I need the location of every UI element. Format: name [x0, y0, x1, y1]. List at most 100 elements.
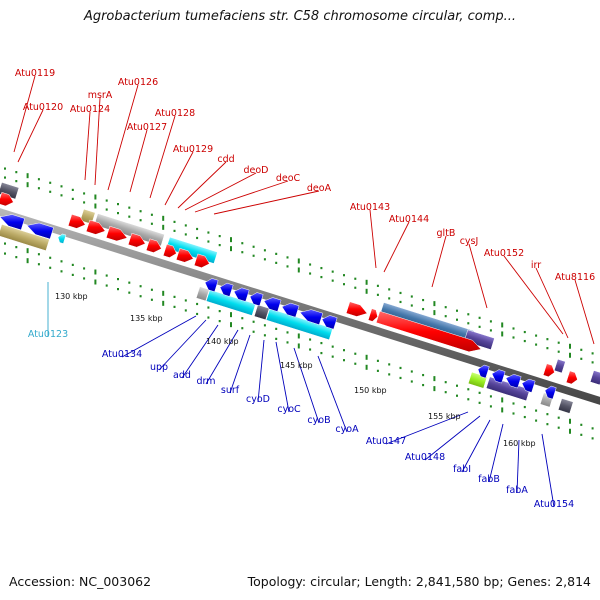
- gene-label[interactable]: deoC: [276, 173, 301, 184]
- leader-line: [424, 415, 481, 461]
- gene-label[interactable]: Atu8116: [555, 272, 595, 283]
- leader-line: [13, 75, 36, 153]
- gene-label[interactable]: deoD: [243, 165, 268, 176]
- reverse-gene-arrow: [281, 302, 300, 318]
- leader-line: [181, 324, 219, 379]
- leader-line: [94, 97, 101, 186]
- gene-label[interactable]: Atu0152: [484, 248, 524, 259]
- forward-gene-arrow: [127, 232, 146, 248]
- leader-line: [158, 319, 207, 371]
- gene-label[interactable]: cdd: [217, 154, 234, 165]
- map-title: Agrobacterium tumefaciens str. C58 chrom…: [83, 9, 517, 24]
- reverse-gene-arrow: [491, 369, 506, 384]
- gene-label[interactable]: Atu0148: [405, 452, 445, 463]
- forward-gene-arrow: [367, 308, 378, 322]
- kbp-label: 145 kbp: [280, 361, 313, 370]
- gene-label[interactable]: Atu0126: [118, 77, 158, 88]
- gene-label[interactable]: msrA: [88, 90, 113, 101]
- forward-gene-arrow: [145, 238, 162, 253]
- cog-band: [265, 308, 334, 341]
- leader-line: [574, 279, 595, 345]
- leader-line: [229, 334, 251, 394]
- gene-label[interactable]: gltB: [437, 228, 456, 239]
- leader-line: [431, 235, 447, 288]
- gene-label[interactable]: fabI: [453, 464, 471, 475]
- leader-line: [84, 111, 91, 181]
- kbp-label: 130 kbp: [55, 292, 88, 301]
- cog-band: [253, 304, 270, 321]
- leader-line: [383, 221, 410, 273]
- leader-line: [516, 439, 520, 494]
- forward-gene-arrow: [105, 225, 128, 242]
- gene-label[interactable]: Atu0120: [23, 102, 63, 113]
- leader-line: [541, 433, 555, 508]
- gene-label[interactable]: Atu0124: [70, 104, 110, 115]
- forward-gene-arrow: [162, 243, 177, 258]
- gene-label[interactable]: cyoA: [335, 424, 359, 435]
- reverse-gene-arrow: [521, 378, 536, 393]
- leader-line: [461, 419, 491, 473]
- accession-text: Accession: NC_003062: [9, 574, 152, 589]
- gene-label[interactable]: fabA: [506, 485, 528, 496]
- gene-label[interactable]: deoA: [307, 183, 332, 194]
- cog-band: [195, 286, 210, 302]
- gene-label[interactable]: drm: [196, 376, 215, 387]
- gene-label[interactable]: Atu0144: [389, 214, 429, 225]
- gene-label[interactable]: irr: [531, 260, 541, 271]
- genome-summary-text: Topology: circular; Length: 2,841,580 bp…: [247, 574, 591, 589]
- reverse-gene-arrow: [249, 292, 264, 307]
- gene-label[interactable]: cyoD: [246, 394, 270, 405]
- gene-label[interactable]: Atu0127: [127, 122, 167, 133]
- gene-label[interactable]: Atu0119: [15, 68, 55, 79]
- leader-line: [317, 355, 348, 433]
- gene-label[interactable]: Atu0128: [155, 108, 195, 119]
- leader-line: [213, 190, 320, 215]
- backbone: [0, 208, 600, 405]
- forward-gene-arrow: [67, 213, 86, 229]
- gene-label[interactable]: fabB: [478, 474, 500, 485]
- leader-line: [129, 129, 148, 193]
- gene-label[interactable]: cyoC: [277, 404, 301, 415]
- gene-features: [0, 191, 578, 400]
- gene-label[interactable]: Atu0134: [102, 349, 142, 360]
- leader-line: [194, 180, 289, 213]
- gene-label[interactable]: cysJ: [460, 236, 479, 247]
- cog-band: [553, 358, 566, 374]
- forward-gene-arrow: [375, 310, 482, 353]
- backbone-strip: [0, 208, 600, 405]
- gene-label[interactable]: Atu0129: [173, 144, 213, 155]
- gene-label[interactable]: Atu0147: [366, 436, 406, 447]
- gene-label[interactable]: Atu0143: [350, 202, 390, 213]
- leader-line: [205, 329, 239, 385]
- leader-line: [468, 243, 488, 309]
- forward-gene-arrow: [0, 191, 14, 207]
- reverse-gene-arrow: [321, 315, 338, 330]
- gene-label[interactable]: cyoB: [307, 415, 330, 426]
- reverse-gene-arrow: [299, 309, 324, 326]
- forward-gene-arrow: [175, 247, 194, 263]
- leader-line: [121, 315, 197, 358]
- label-leader-lines: [13, 75, 595, 508]
- gene-label[interactable]: Atu0123: [28, 329, 68, 340]
- forward-gene-arrow: [565, 370, 578, 385]
- gene-label[interactable]: add: [173, 370, 191, 381]
- rna-gene-arrow: [57, 233, 67, 244]
- gene-label[interactable]: surf: [221, 385, 240, 396]
- cog-band: [589, 370, 600, 386]
- leader-line: [177, 161, 227, 209]
- leader-line: [257, 339, 265, 403]
- cog-band: [0, 223, 50, 252]
- gene-label[interactable]: upp: [150, 362, 168, 373]
- reverse-gene-arrow: [544, 385, 557, 400]
- forward-gene-arrow: [85, 219, 106, 235]
- leader-line: [275, 341, 290, 413]
- leader-line: [149, 115, 176, 199]
- kbp-label: 155 kbp: [428, 412, 461, 421]
- cog-band: [93, 213, 165, 247]
- leader-line: [184, 172, 257, 211]
- gene-label[interactable]: Atu0154: [534, 499, 574, 510]
- reverse-gene-arrow: [204, 278, 219, 293]
